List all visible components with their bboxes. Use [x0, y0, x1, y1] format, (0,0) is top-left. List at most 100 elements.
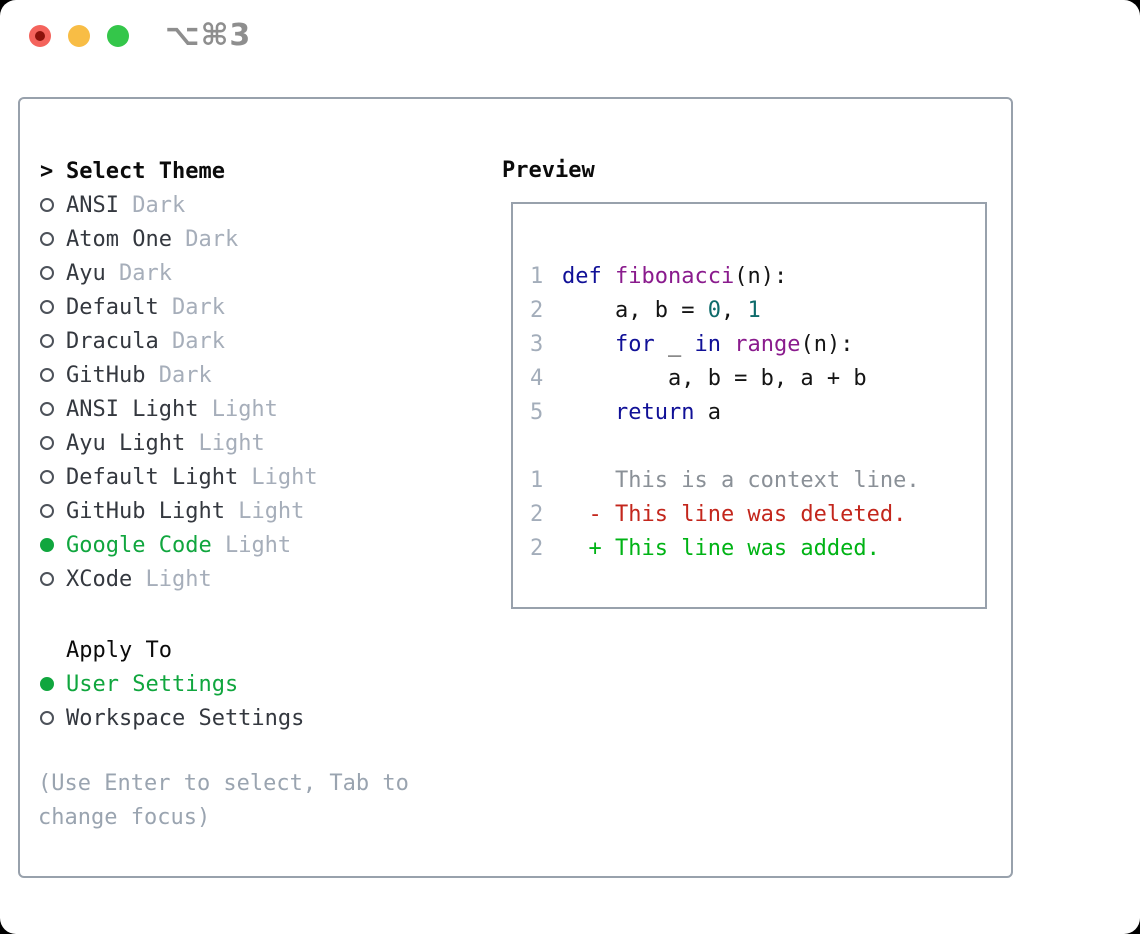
theme-option-default[interactable]: Default Dark [40, 290, 318, 324]
diff-line-context: 1 This is a context line. [530, 463, 920, 497]
diff-line-added: 2 + This line was added. [530, 531, 920, 565]
line-number: 3 [530, 331, 544, 357]
theme-variant: Light [132, 566, 212, 592]
apply-to-header: Apply To [40, 633, 304, 667]
theme-name: GitHub [66, 362, 146, 388]
theme-option-atom-one[interactable]: Atom One Dark [40, 222, 318, 256]
token-plain: (n): [800, 331, 854, 357]
theme-variant: Light [224, 498, 305, 524]
radio-slot [40, 470, 66, 484]
radio-icon [40, 198, 54, 212]
theme-variant: Dark [158, 294, 225, 320]
theme-option-github[interactable]: GitHub Dark [40, 358, 318, 392]
theme-option-ansi-light[interactable]: ANSI Light Light [40, 392, 318, 426]
token-keyword: in [694, 331, 721, 357]
theme-variant: Dark [145, 362, 212, 388]
radio-icon [40, 470, 54, 484]
theme-option-ansi[interactable]: ANSI Dark [40, 188, 318, 222]
radio-slot [40, 334, 66, 348]
theme-name: ANSI Light [66, 396, 199, 422]
theme-name: Dracula [66, 328, 159, 354]
line-number: 1 [530, 467, 544, 493]
line-number: 1 [530, 263, 544, 289]
radio-slot [40, 572, 66, 586]
theme-variant: Dark [118, 192, 186, 218]
code-line: 3 for _ in range(n): [530, 327, 920, 361]
theme-name: Ayu [66, 260, 106, 286]
theme-list-header: > Select Theme [40, 154, 318, 188]
radio-slot [40, 266, 66, 280]
code-content: return a [562, 400, 721, 425]
radio-slot [40, 368, 66, 382]
radio-icon [40, 677, 54, 691]
diff-block: 1 This is a context line.2 - This line w… [530, 463, 920, 565]
token-keyword: return [614, 399, 695, 425]
line-number: 4 [530, 365, 544, 391]
token-plain [721, 332, 734, 357]
titlebar: ⌥⌘3 [0, 0, 1140, 72]
token-literal: 1 [747, 297, 761, 323]
radio-icon [40, 436, 54, 450]
code-line: 2 a, b = 0, 1 [530, 293, 920, 327]
diff-content: This is a context line. [562, 467, 920, 493]
theme-name: ANSI [66, 192, 119, 218]
token-plain: _ [654, 331, 695, 357]
hint-text: (Use Enter to select, Tab to change focu… [38, 771, 409, 830]
theme-option-dracula[interactable]: Dracula Dark [40, 324, 318, 358]
radio-icon [40, 368, 54, 382]
window-shortcut-label: ⌥⌘3 [165, 18, 252, 53]
radio-slot [40, 232, 66, 246]
theme-option-github-light[interactable]: GitHub Light Light [40, 494, 318, 528]
token-plain [562, 400, 615, 425]
theme-variant: Dark [105, 260, 172, 286]
token-plain: a, b = [562, 297, 708, 323]
radio-icon [40, 232, 54, 246]
theme-variant: Dark [158, 328, 225, 354]
theme-option-ayu-light[interactable]: Ayu Light Light [40, 426, 318, 460]
minimize-button[interactable] [68, 25, 90, 47]
token-plain [602, 264, 615, 289]
token-plain: a, b = b, a + b [562, 365, 867, 391]
zoom-button[interactable] [107, 25, 129, 47]
token-plain [562, 332, 615, 357]
token-keyword: def [562, 263, 602, 289]
radio-slot [40, 504, 66, 518]
radio-slot [40, 402, 66, 416]
theme-variant: Light [198, 396, 278, 422]
preview-title: Preview [502, 158, 595, 183]
radio-icon [40, 711, 54, 725]
theme-option-default-light[interactable]: Default Light Light [40, 460, 318, 494]
apply-option-workspace-settings[interactable]: Workspace Settings [40, 701, 304, 735]
diff-line-deleted: 2 - This line was deleted. [530, 497, 920, 531]
theme-option-ayu[interactable]: Ayu Dark [40, 256, 318, 290]
radio-slot [40, 198, 66, 212]
token-function: fibonacci [615, 263, 735, 289]
token-plain: , [720, 297, 748, 323]
close-button[interactable] [29, 25, 51, 47]
code-content: for _ in range(n): [562, 332, 853, 357]
theme-name: XCode [66, 566, 133, 592]
theme-variant: Dark [171, 226, 239, 252]
radio-icon [40, 504, 54, 518]
theme-name: Default Light [66, 464, 239, 490]
theme-list-title: Select Theme [66, 158, 225, 184]
selection-caret-icon: > [40, 158, 54, 184]
apply-option-user-settings[interactable]: User Settings [40, 667, 304, 701]
token-literal: 0 [707, 297, 721, 323]
caret-slot: > [40, 159, 66, 184]
apply-option-label: Workspace Settings [66, 705, 305, 731]
diff-content: - This line was deleted. [562, 501, 907, 527]
radio-slot [40, 538, 66, 552]
theme-option-xcode[interactable]: XCode Light [40, 562, 318, 596]
theme-option-google-code[interactable]: Google Code Light [40, 528, 318, 562]
radio-slot [40, 677, 66, 691]
token-keyword: for [614, 331, 655, 357]
line-number: 2 [530, 297, 544, 323]
